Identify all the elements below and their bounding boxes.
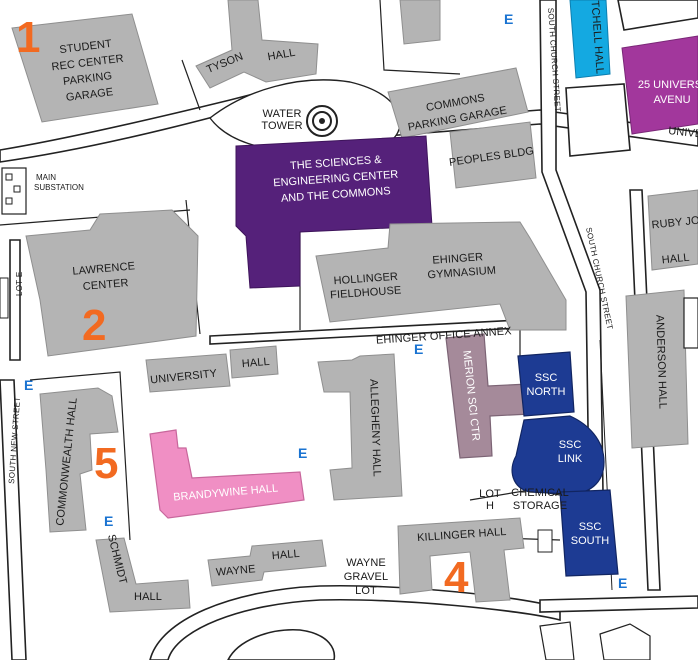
label-ssc-north-2: NORTH [527, 386, 566, 398]
building-wayne-hall[interactable] [207, 539, 327, 587]
zone-number-5: 5 [94, 439, 118, 488]
label-wayne: WAYNE [215, 563, 256, 578]
building-hollinger-ehinger[interactable] [315, 221, 567, 331]
building-outline-top-right-2 [617, 0, 698, 31]
building-student-rec-parking-garage[interactable] [11, 13, 159, 123]
label-chemical: CHEMICAL [511, 487, 569, 499]
label-gymnasium: GYMNASIUM [427, 265, 496, 282]
label-mitchell-hall: ITCHELL HALL [588, 0, 605, 74]
label-25-university: 25 UNIVERS [638, 79, 698, 91]
building-outline-bottom [539, 621, 575, 660]
label-wayne-gravel-2: GRAVEL [344, 571, 388, 583]
zone-number-2: 2 [82, 301, 106, 350]
building-outline-bottom-right [599, 623, 651, 660]
water-tower-icon [306, 105, 338, 137]
zone-number-4: 4 [444, 553, 469, 602]
building-commonwealth-hall[interactable] [39, 387, 119, 533]
building-merion-science-center[interactable] [445, 333, 531, 459]
label-avenue: AVENU [653, 94, 690, 106]
label-lot-e: LOT E [15, 272, 24, 296]
entrance-marker: E [104, 513, 113, 529]
main-substation-icon [1, 167, 27, 215]
zone-number-1: 1 [16, 13, 40, 62]
walkway [29, 371, 131, 541]
label-lawrence: LAWRENCE [72, 260, 136, 277]
label-storage: STORAGE [513, 500, 567, 512]
label-main: MAIN [36, 173, 56, 182]
label-ssc-south-1: SSC [579, 521, 602, 533]
entrance-marker: E [24, 377, 33, 393]
walkway [379, 0, 461, 75]
label-university-ave: UNIVE [668, 125, 698, 141]
label-hollinger: HOLLINGER [333, 271, 398, 287]
entrance-marker: E [504, 11, 513, 27]
walkway [181, 59, 201, 111]
chemical-storage-box [537, 529, 553, 553]
building-allegheny-hall[interactable] [317, 353, 403, 501]
label-ssc-south-2: SOUTH [571, 535, 610, 547]
building-killinger-hall[interactable] [397, 517, 525, 603]
building-university-hall[interactable] [145, 353, 231, 393]
building-ssc-link[interactable] [511, 415, 605, 495]
label-fieldhouse: FIELDHOUSE [330, 285, 402, 302]
building-university-hall-wing[interactable] [229, 345, 279, 379]
entrance-marker: E [618, 575, 627, 591]
label-substation: SUBSTATION [34, 183, 84, 192]
lot-e-area [0, 277, 9, 319]
building-commons-parking-garage[interactable] [387, 67, 529, 139]
svg-text:GARAGE: GARAGE [65, 86, 114, 104]
label-water: WATER [263, 108, 302, 120]
label-lawrence-center: CENTER [82, 277, 129, 293]
label-university-hall: HALL [241, 356, 270, 370]
building-ssc-north[interactable] [517, 351, 575, 417]
label-tower: TOWER [261, 120, 302, 132]
label-ruby-jones: RUBY JO [651, 214, 698, 231]
label-ssc-link-2: LINK [558, 453, 583, 465]
road-lot-e-lane [9, 239, 21, 361]
entrance-marker: E [298, 445, 307, 461]
label-lot-h-2: H [486, 500, 494, 512]
label-ssc-link-1: SSC [559, 439, 582, 451]
building-anderson-hall[interactable] [625, 289, 689, 449]
svg-text:PARKING: PARKING [62, 70, 113, 88]
building-peoples-bldg[interactable] [449, 121, 537, 189]
building-outline-right [683, 297, 698, 349]
label-lot-h-1: LOT [479, 488, 501, 500]
label-schmidt-hall: HALL [134, 591, 162, 603]
building-schmidt-hall[interactable] [95, 537, 191, 613]
building-25-university-avenue[interactable] [621, 35, 698, 135]
label-allegheny-hall: ALLEGHENY HALL [367, 379, 382, 477]
entrance-marker: E [414, 341, 423, 357]
road-bottom-loop [149, 584, 561, 660]
label-wayne-hall: HALL [271, 548, 300, 562]
label-ehinger: EHINGER [432, 251, 484, 267]
building-lawrence-center[interactable] [25, 209, 199, 357]
building-tyson-hall[interactable] [195, 0, 319, 89]
road-bottom-inner-loop [227, 629, 336, 660]
road-lower-right [539, 595, 698, 613]
building-ruby-jones-hall[interactable] [647, 189, 698, 271]
road-south-new-street [0, 379, 27, 660]
label-tyson-hall: HALL [267, 47, 297, 64]
label-wayne-gravel-1: WAYNE [346, 557, 386, 569]
label-ruby-jones-hall: HALL [661, 252, 690, 267]
building-ssc-south[interactable] [559, 489, 619, 577]
label-ssc-north-1: SSC [535, 372, 558, 384]
building-brandywine-hall[interactable] [149, 429, 305, 519]
building-outline-top-right [565, 83, 631, 157]
building-mitchell-hall[interactable] [569, 0, 611, 79]
label-anderson-hall: ANDERSON HALL [653, 315, 668, 410]
building-sciences-engineering-center[interactable] [235, 135, 433, 289]
building-top-corner [399, 0, 441, 45]
label-wayne-gravel-3: LOT [355, 585, 377, 597]
